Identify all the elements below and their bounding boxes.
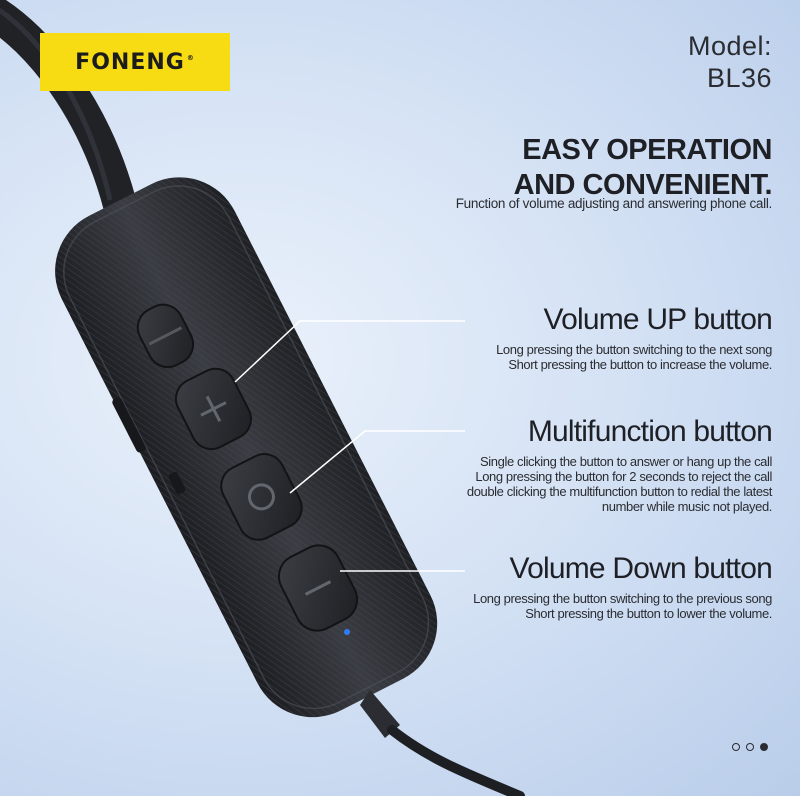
model-caption: Model: [687, 31, 772, 61]
feature-line: Long pressing the button switching to th… [496, 342, 772, 357]
feature-line: Short pressing the button to lower the v… [525, 606, 772, 621]
callout-line-multifunction [289, 430, 465, 494]
carousel-dots [732, 743, 768, 751]
callout-line-volume-up [234, 320, 465, 383]
feature-title: Volume UP button [543, 303, 773, 336]
feature-line: Long pressing the button for 2 seconds t… [475, 469, 772, 484]
feature-line: Long pressing the button switching to th… [473, 591, 772, 606]
side-slot [112, 397, 146, 453]
feature-description: Long pressing the button switching to th… [473, 591, 772, 621]
carousel-dot-1[interactable] [732, 743, 740, 751]
feature-description: Long pressing the button switching to th… [496, 342, 772, 372]
brand-logo-text: FONENG® [75, 49, 195, 75]
headline-subtitle: Function of volume adjusting and answeri… [455, 196, 773, 211]
feature-line: Short pressing the button to increase th… [508, 357, 772, 372]
feature-line: double clicking the multifunction button… [466, 484, 773, 499]
feature-description: Single clicking the button to answer or … [466, 454, 773, 514]
feature-volume-down: Volume Down button Long pressing the but… [473, 551, 773, 621]
brand-logo: FONENG® [40, 33, 230, 91]
carousel-dot-2[interactable] [746, 743, 754, 751]
led-indicator [344, 629, 350, 635]
model-label: Model: BL36 [688, 30, 772, 94]
multifunction-button [220, 453, 303, 541]
feature-volume-up: Volume UP button Long pressing the butto… [496, 302, 773, 372]
earphone-cable [387, 725, 525, 796]
headline-line-2: AND CONVENIENT. [513, 169, 773, 201]
volume-up-button [174, 367, 252, 451]
carousel-dot-3[interactable] [760, 743, 768, 751]
feature-title: Multifunction button [527, 415, 773, 448]
headline-line-1: EASY OPERATION [522, 134, 772, 166]
top-button [136, 303, 195, 369]
feature-line: Single clicking the button to answer or … [480, 454, 772, 469]
headline: EASY OPERATION AND CONVENIENT. [513, 133, 773, 203]
model-number: BL36 [706, 63, 772, 93]
control-body [55, 177, 438, 718]
feature-title: Volume Down button [509, 552, 773, 585]
volume-down-button [277, 544, 359, 632]
feature-line: number while music not played. [601, 499, 772, 514]
feature-multifunction: Multifunction button Single clicking the… [466, 414, 773, 514]
